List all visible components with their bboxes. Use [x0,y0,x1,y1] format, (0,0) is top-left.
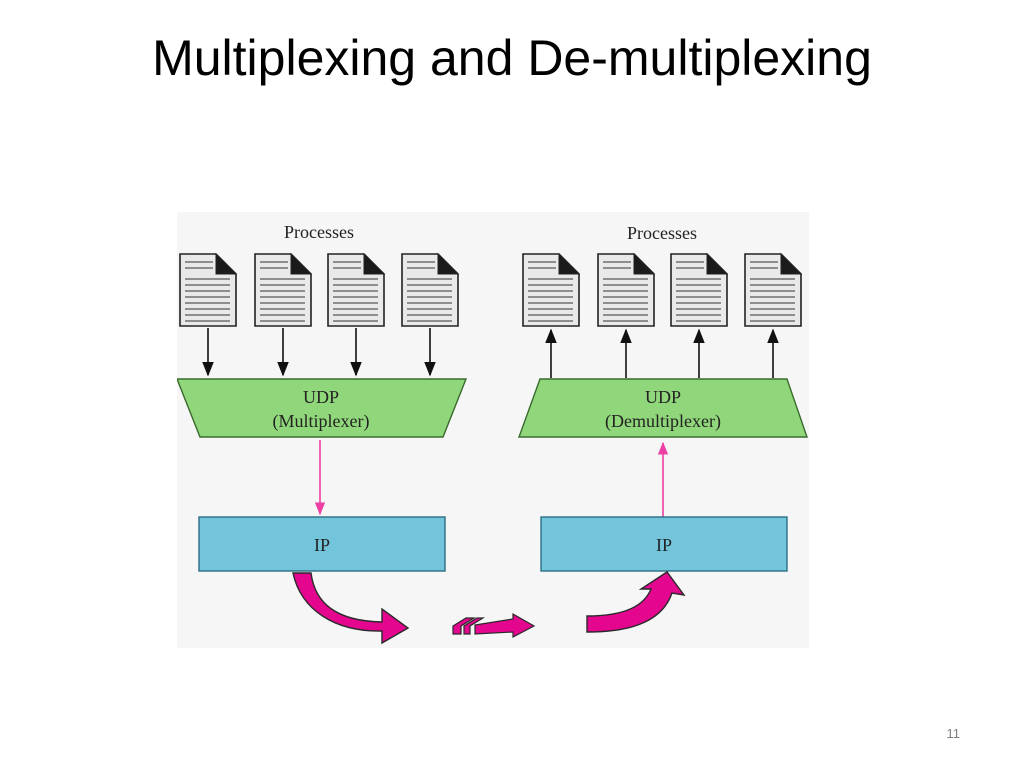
sender-ip-label: IP [314,535,330,555]
sender-ip-box [198,516,446,572]
receiver-process-4-document-icon [744,253,802,327]
udp-multiplexer-box [177,378,468,438]
receiver-process-2-document-icon [597,253,655,327]
receiver-ip-box [540,516,788,572]
page-number: 11 [946,726,961,741]
receiver-process-3-document-icon [670,253,728,327]
receiver-processes-label: Processes [627,223,697,243]
udp-demultiplexer-box [518,378,808,438]
udp-demultiplexer-label: UDP [645,387,681,407]
sender-processes-label: Processes [284,222,354,242]
udp-multiplexing-diagram: Processes UDP (Multiplexer) IP [177,212,809,648]
receiver-process-1-document-icon [522,253,580,327]
sender-outgoing-curved-arrow [292,572,410,645]
sender-process-3-document-icon [327,253,385,327]
slide-title: Multiplexing and De-multiplexing [152,30,872,86]
udp-multiplexer-label: UDP [303,387,339,407]
udp-demultiplexer-role: (Demultiplexer) [605,411,721,432]
receiver-ip-label: IP [656,535,672,555]
sender-process-2-document-icon [254,253,312,327]
diagram-canvas: Processes UDP (Multiplexer) IP [177,222,808,645]
transit-arrow-icon [452,612,536,638]
udp-multiplexer-role: (Multiplexer) [273,411,370,432]
sender-process-1-document-icon [179,253,237,327]
receiver-incoming-curved-arrow [586,571,686,633]
sender-process-4-document-icon [401,253,459,327]
